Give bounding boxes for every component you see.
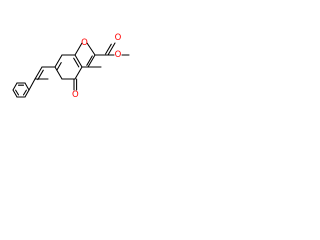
bond-phenyl-6b bbox=[15, 89, 20, 96]
bond-biaryl bbox=[28, 78, 36, 91]
ester-oxygen-label: O bbox=[115, 50, 122, 60]
bond-benzo-1 bbox=[34, 66, 43, 80]
bond-benzo-8 bbox=[54, 66, 63, 80]
bond-benzo-6 bbox=[74, 66, 83, 80]
bond-phenyl-4b bbox=[22, 89, 27, 96]
bond-ester-co bbox=[107, 42, 116, 56]
bond-benzo-1b bbox=[37, 69, 44, 81]
bond-ester-co-b bbox=[105, 43, 112, 55]
ester-carbonyl-oxygen-label: O bbox=[115, 33, 122, 43]
bond-phenyl-1 bbox=[12, 82, 18, 91]
molecule-structure-diagram: O O O O bbox=[12, 33, 130, 100]
bond-pyran-3 bbox=[87, 54, 96, 68]
bond-phenyl-3 bbox=[24, 82, 30, 91]
structure-canvas: O O O O bbox=[0, 0, 152, 152]
bond-benzo-3b bbox=[56, 62, 62, 71]
bond-phenyl-6 bbox=[12, 89, 18, 98]
bond-phenyl-4 bbox=[24, 89, 30, 98]
carbonyl-oxygen-label: O bbox=[72, 90, 79, 100]
bond-pyran-1 bbox=[74, 42, 83, 56]
benzo-ring bbox=[34, 54, 83, 81]
bond-benzo-5b bbox=[73, 57, 80, 68]
pyranone-ring bbox=[74, 42, 96, 68]
ring-oxygen-label: O bbox=[81, 38, 88, 48]
bond-benzo-5 bbox=[74, 54, 83, 68]
bond-pyran-3b bbox=[86, 55, 93, 66]
bond-benzo-3 bbox=[54, 54, 63, 68]
bond-pyran-2 bbox=[86, 42, 96, 56]
phenyl-ring bbox=[12, 82, 30, 98]
